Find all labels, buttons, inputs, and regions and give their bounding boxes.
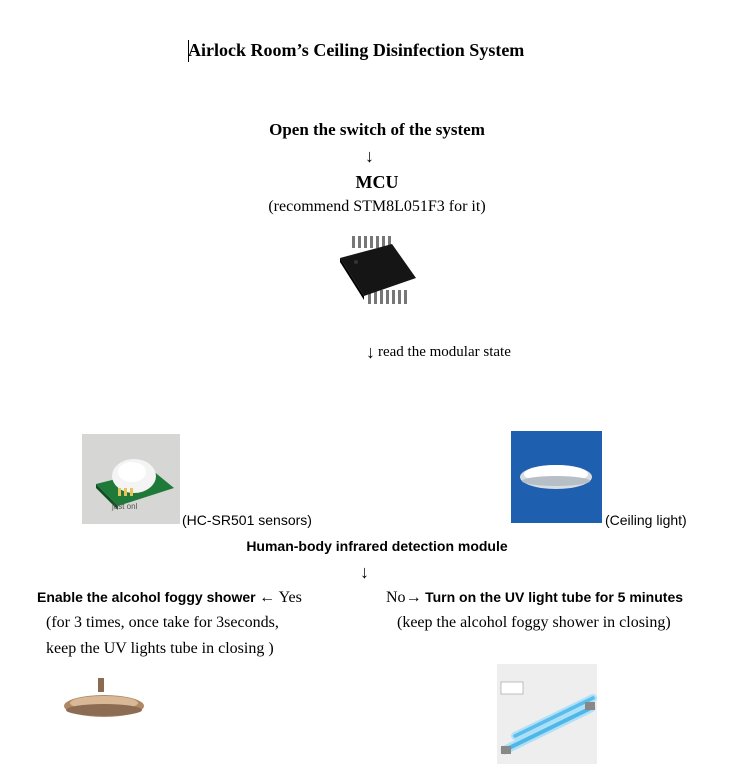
detection-module-label: Human-body infrared detection module [246, 538, 508, 554]
yes-note-line1: (for 3 times, once take for 3seconds, [46, 614, 279, 631]
yes-note-line2: keep the UV lights tube in closing ) [46, 640, 274, 657]
yes-action-label: Enable the alcohol foggy shower [37, 589, 256, 605]
step-open-switch: Open the switch of the system [269, 120, 485, 139]
ceiling-light-caption: (Ceiling light) [605, 512, 687, 528]
uv-lamp-image [497, 664, 597, 764]
arrow-down-icon: ↓ [360, 562, 369, 582]
arrow-down-icon: ↓ [365, 146, 374, 166]
mcu-chip-image [340, 236, 416, 304]
sensor-watermark: just onl [112, 502, 138, 511]
mcu-note: (recommend STM8L051F3 for it) [268, 198, 486, 215]
no-note: (keep the alcohol foggy shower in closin… [397, 614, 671, 631]
hc-sr501-sensor-image: just onl [82, 434, 180, 524]
arrow-left-icon: ← [259, 589, 276, 606]
text-cursor [188, 40, 189, 62]
sensor-caption: (HC-SR501 sensors) [182, 512, 312, 528]
read-state-label: read the modular state [378, 344, 511, 360]
arrow-right-icon: → [405, 589, 422, 606]
arrow-down-icon: ↓ [366, 342, 375, 362]
yes-label: Yes [278, 589, 302, 606]
mcu-label: MCU [355, 172, 399, 192]
no-action-label: Turn on the UV light tube for 5 minutes [425, 589, 684, 605]
page-title: Airlock Room’s Ceiling Disinfection Syst… [188, 40, 525, 60]
shower-head-image [64, 678, 144, 717]
no-label: No [386, 589, 406, 606]
ceiling-light-image [511, 431, 602, 523]
